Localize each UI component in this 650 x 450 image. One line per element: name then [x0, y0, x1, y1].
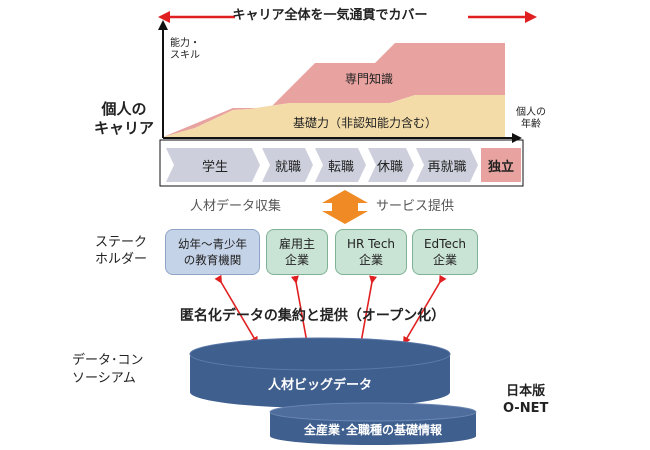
stage-shape-independent: [481, 148, 521, 182]
stage-shape-job-change: [315, 148, 366, 182]
main-database-label: 人材ビッグデータ: [267, 378, 372, 393]
sub-database-cylinder: [269, 402, 477, 445]
stakeholder-employer: 雇用主 企業: [266, 229, 328, 275]
stage-job-change: 転職: [327, 159, 354, 175]
career-stage-row: [166, 148, 521, 182]
stage-leave: 休職: [376, 159, 403, 175]
data-collection-label: 人材データ収集: [190, 199, 282, 214]
stakeholders-label: ステーク ホルダー: [94, 235, 147, 267]
stage-shape-leave: [368, 148, 414, 182]
stage-independent: 独立: [487, 159, 514, 175]
stage-student: 学生: [201, 159, 228, 175]
stage-shape-employment: [262, 148, 313, 182]
sub-database-label: 全産業･全職種の基礎情報: [303, 423, 442, 437]
upper-area-label: 専門知識: [345, 72, 394, 86]
upper-skill-area: [163, 43, 505, 137]
consortium-label: データ･コン ソーシアム: [72, 353, 144, 386]
stakeholder-education: 幼年～青少年 の教育機関: [165, 229, 260, 275]
career-side-label: 個人の キャリア: [93, 100, 154, 137]
stage-shape-reemployment: [416, 148, 478, 182]
service-provision-label: サービス提供: [376, 199, 455, 214]
data-exchange-arrow: [322, 190, 368, 224]
stage-employment: 就職: [274, 159, 301, 175]
stage-reemployment: 再就職: [427, 159, 467, 175]
onet-label: 日本版 O-NET: [503, 384, 549, 416]
x-axis-label: 個人の 年齢: [516, 107, 546, 130]
lower-area-label: 基礎力（非認知能力含む）: [293, 116, 438, 130]
lower-skill-area: [163, 95, 505, 137]
coverage-title: キャリア全体を一気通貫でカバー: [232, 8, 428, 23]
stakeholder-hrtech: HR Tech 企業: [335, 229, 407, 275]
stakeholder-edtech: EdTech 企業: [412, 229, 478, 275]
chart-frame: [159, 139, 524, 187]
stakeholder-links: [214, 274, 447, 350]
y-axis-label: 能力・ スキル: [170, 38, 200, 61]
stage-shape-student: [166, 148, 260, 182]
main-database-cylinder: [189, 337, 451, 408]
central-heading: 匿名化データの集約と提供（オープン化）: [179, 308, 446, 324]
